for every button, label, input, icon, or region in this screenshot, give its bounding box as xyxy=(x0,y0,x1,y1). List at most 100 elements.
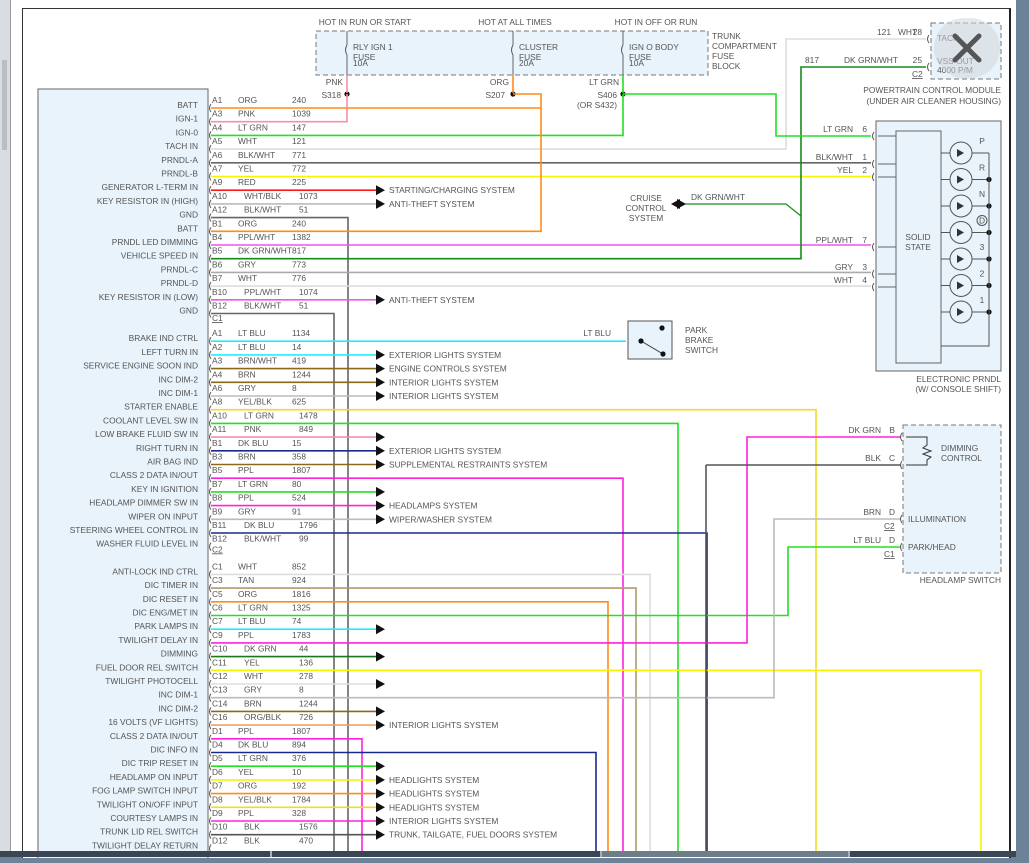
headlamp-switch-box xyxy=(902,424,1002,574)
wire-color-label: BRN/WHT xyxy=(238,356,277,366)
fuse-icon xyxy=(511,44,514,56)
instrument-cluster-box xyxy=(37,88,209,860)
circuit-number: 817 xyxy=(292,246,306,256)
wire-color-label: BLK xyxy=(244,822,260,832)
cluster-pin-label: HEADLAMP ON INPUT xyxy=(110,772,198,782)
connector-icon xyxy=(209,336,212,346)
wire-color-label: PNK xyxy=(238,109,256,119)
wire-color-label: LT BLU xyxy=(238,342,266,352)
pin-id: D8 xyxy=(212,794,223,804)
headlamp-pin-label: ILLUMINATION xyxy=(908,514,966,524)
circuit-number: 1244 xyxy=(292,369,311,379)
pin-id: B7 xyxy=(212,479,223,489)
connector-icon xyxy=(209,679,212,689)
connector-icon xyxy=(209,240,212,250)
connector-icon xyxy=(209,528,212,538)
arrow-icon xyxy=(376,514,385,525)
connector-label: C2 xyxy=(212,544,223,554)
cluster-pin-label: GND xyxy=(179,306,198,316)
wire-136 xyxy=(211,669,982,851)
wire-1039 xyxy=(211,94,348,123)
cluster-pin-label: INC DIM-2 xyxy=(158,374,198,384)
fuse-wire-color: ORG xyxy=(490,77,509,87)
destination-label: HEADLIGHTS SYSTEM xyxy=(389,802,479,812)
close-icon xyxy=(952,33,982,63)
circuit-number: 1039 xyxy=(292,109,311,119)
connector-icon xyxy=(209,693,212,702)
left-scrollbar[interactable] xyxy=(0,0,11,857)
circuit-number: 419 xyxy=(292,356,306,366)
wire-color-label: ORG/BLK xyxy=(244,712,282,722)
pin-id: A6 xyxy=(212,383,223,393)
circuit-number: 15 xyxy=(292,438,302,448)
pin-id: C12 xyxy=(212,671,228,681)
solid-state-label: SOLID xyxy=(905,232,930,242)
toolbar-segment[interactable] xyxy=(848,851,1018,857)
cluster-pin-label: TRUNK LID REL SWITCH xyxy=(100,827,198,837)
pin-id: A3 xyxy=(212,356,223,366)
wire-color-label: WHT xyxy=(238,136,257,146)
circuit-number: 240 xyxy=(292,218,306,228)
connector-icon xyxy=(209,432,212,442)
connector-icon xyxy=(209,185,212,195)
wire-color-label: RED xyxy=(238,177,256,187)
circuit-number: 358 xyxy=(292,452,306,462)
circuit-number: 121 xyxy=(292,136,306,146)
destination-label: ANTI-THEFT SYSTEM xyxy=(389,199,474,209)
cluster-pin-label: GENERATOR L-TERM IN xyxy=(102,182,198,192)
connector-icon xyxy=(209,761,212,771)
solid-state-label: STATE xyxy=(905,242,931,252)
gear-position-label: 3 xyxy=(980,242,985,252)
prndl-pin: 3 xyxy=(862,262,867,272)
fuse-wire-color: LT GRN xyxy=(589,77,619,87)
arrow-icon xyxy=(376,774,385,785)
connector-icon xyxy=(209,611,212,620)
cluster-pin-label: INC DIM-2 xyxy=(158,703,198,713)
pin-id: D12 xyxy=(212,835,228,845)
circuit-number: 240 xyxy=(292,95,306,105)
pin-id: A9 xyxy=(212,177,223,187)
connector-icon xyxy=(900,460,903,470)
toolbar-segment[interactable] xyxy=(600,851,850,857)
circuit-number: 849 xyxy=(299,424,313,434)
pin-id: A10 xyxy=(212,410,227,420)
cluster-pin-label: STARTER ENABLE xyxy=(124,402,198,412)
cruise-wire-color: DK GRN/WHT xyxy=(691,192,745,202)
circuit-number: 91 xyxy=(292,506,302,516)
scrollbar-thumb[interactable] xyxy=(2,60,7,150)
pcm-connector: C2 xyxy=(912,69,923,79)
connector-icon xyxy=(872,282,875,292)
pin-id: C5 xyxy=(212,589,223,599)
pin-id: B1 xyxy=(212,218,223,228)
fuse-block-label: FUSE xyxy=(712,51,735,61)
selected-gear-indicator xyxy=(976,215,988,226)
fuse-rating: 20A xyxy=(519,58,534,68)
wire-color-label: DK BLU xyxy=(238,438,268,448)
cluster-pin-label: GND xyxy=(179,210,198,220)
splice-alt-label: (OR S432) xyxy=(577,100,617,110)
circuit-number: 1796 xyxy=(299,520,318,530)
wire-color-label: PPL xyxy=(238,465,254,475)
destination-label: EXTERIOR LIGHTS SYSTEM xyxy=(389,446,501,456)
cluster-pin-label: DIC TIMER IN xyxy=(145,580,198,590)
pin-id: A2 xyxy=(212,342,223,352)
headlamp-wire-color: DK GRN xyxy=(848,425,881,435)
prndl-title: (W/ CONSOLE SHIFT) xyxy=(915,384,1001,394)
pin-id: A8 xyxy=(212,397,223,407)
right-scrollbar[interactable] xyxy=(1016,0,1029,857)
cluster-pin-label: VEHICLE SPEED IN xyxy=(121,251,198,261)
pin-id: C13 xyxy=(212,685,228,695)
connector-icon xyxy=(209,199,212,209)
connector-icon xyxy=(209,570,212,579)
pin-id: A1 xyxy=(212,328,223,338)
toolbar-segment[interactable] xyxy=(270,851,602,857)
wire-121 xyxy=(211,38,926,150)
bottom-toolbar xyxy=(0,851,1018,857)
pin-id: A6 xyxy=(212,150,223,160)
close-button[interactable] xyxy=(934,18,1000,78)
circuit-number: 376 xyxy=(292,753,306,763)
pin-id: C3 xyxy=(212,575,223,585)
headlamp-connector: C1 xyxy=(884,549,895,559)
connector-icon xyxy=(872,172,875,182)
